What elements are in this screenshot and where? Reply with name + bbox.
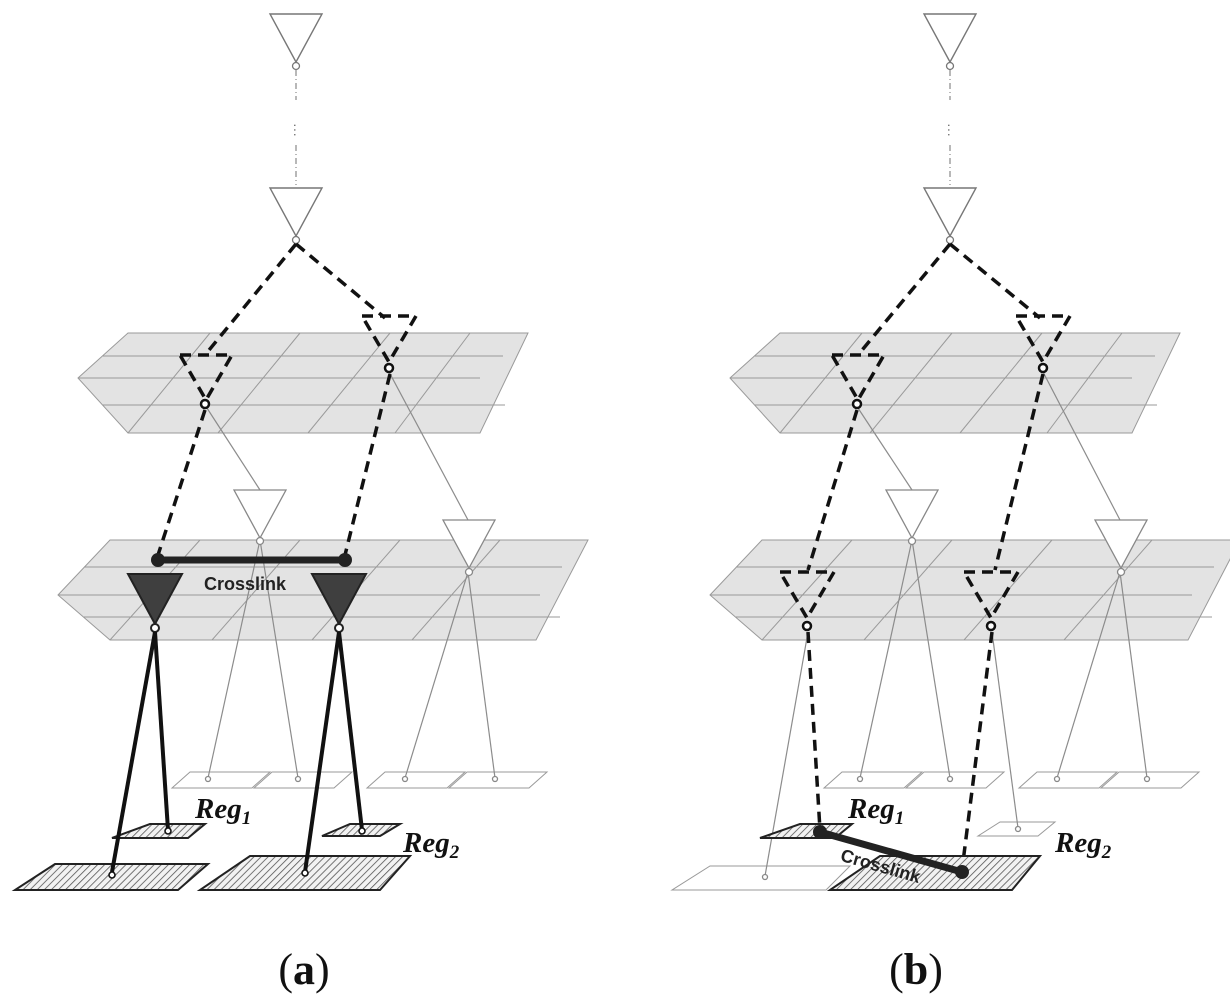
panel-a: ··· Crosslink: [11, 13, 589, 994]
reg2-field: [826, 855, 1043, 891]
thin-connections: [204, 369, 496, 779]
top-chain: ···: [922, 13, 978, 245]
upper-grid-plane: [729, 332, 1181, 434]
inactive-neurons: [761, 489, 1151, 881]
solid-connections: [110, 631, 364, 873]
active-neurons: [126, 573, 368, 633]
mid-neuron: [268, 187, 324, 238]
lower-grid-plane: [709, 539, 1230, 641]
mid-neuron: [922, 187, 978, 238]
inactive-neurons: [204, 489, 499, 783]
panel-b: ···: [670, 13, 1230, 994]
receptive-fields: [759, 823, 1043, 891]
ellipsis: ···: [288, 123, 304, 137]
top-neuron: [268, 13, 324, 64]
active-path: [776, 242, 1074, 871]
reg2-label: Reg2: [1054, 827, 1112, 863]
input-patches: [170, 771, 549, 789]
upper-grid-plane: [77, 332, 529, 434]
receptive-fields: [11, 823, 413, 891]
panel-label-a: (a): [278, 945, 329, 994]
reg2-label: Reg2: [402, 827, 460, 863]
reg1-small-field: [111, 823, 208, 839]
reg1-label: Reg1: [847, 793, 904, 829]
reg1-label: Reg1: [194, 793, 251, 829]
active-path: [156, 242, 420, 556]
top-chain: ···: [268, 13, 324, 245]
top-neuron: [922, 13, 978, 64]
ellipsis: ···: [942, 123, 958, 137]
crosslink-a: Crosslink: [151, 553, 352, 594]
crosslink-label: Crosslink: [204, 574, 287, 594]
panel-label-b: (b): [889, 945, 943, 994]
thin-connections: [764, 369, 1148, 877]
input-patches: [670, 771, 1201, 891]
